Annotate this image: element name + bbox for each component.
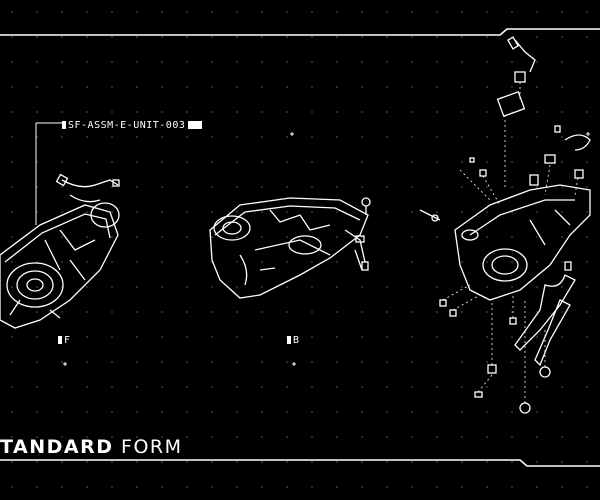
view-label-back-text: B xyxy=(293,335,300,346)
assembly-front-view xyxy=(0,173,120,329)
plus-markers xyxy=(63,132,590,366)
square-marker-icon xyxy=(58,336,62,344)
assembly-code-text: SF-ASSM-E-UNIT-003 xyxy=(68,120,186,131)
bar-marker-icon xyxy=(188,121,203,129)
square-marker-icon xyxy=(62,121,66,129)
view-label-front: F xyxy=(58,335,71,346)
assembly-back-view xyxy=(209,197,371,299)
assembly-exploded-view xyxy=(419,36,591,414)
footer-title-part1: TANDARD xyxy=(0,436,114,458)
frame-lines xyxy=(0,28,600,467)
view-label-front-text: F xyxy=(64,335,71,346)
square-marker-icon xyxy=(287,336,291,344)
assembly-code-label: SF-ASSM-E-UNIT-003 xyxy=(62,120,203,131)
footer-title-part2: FORM xyxy=(121,436,183,458)
explode-guide-lines xyxy=(442,82,579,403)
view-label-back: B xyxy=(287,335,300,346)
footer-title: TANDARD FORM xyxy=(0,436,183,458)
